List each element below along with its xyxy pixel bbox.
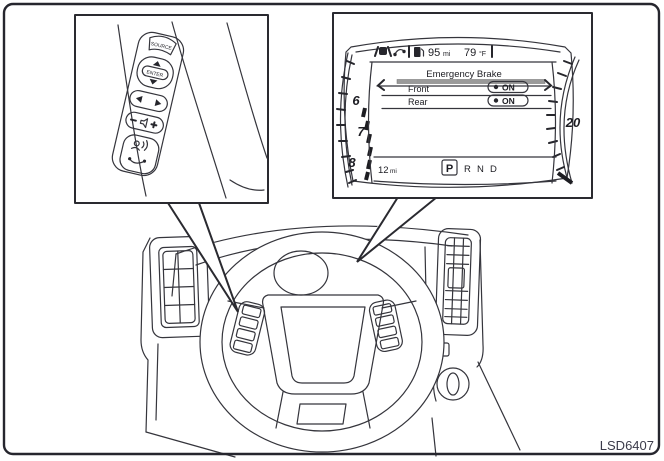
down-arrow-icon [149, 78, 158, 85]
left-air-vent [149, 235, 210, 339]
tach-label-8: 8 [348, 155, 356, 170]
tachometer-ticks [336, 60, 357, 184]
menu-title: Emergency Brake [426, 69, 502, 80]
gear-park: P [446, 163, 453, 175]
tach-label-7: 7 [357, 124, 365, 139]
outside-temp-unit: °F [479, 50, 486, 58]
figure-border [2, 2, 661, 456]
steering-wheel [199, 231, 445, 453]
switch-panel [111, 31, 185, 177]
setting-label: Front [408, 84, 430, 94]
left-spoke-buttons [229, 301, 266, 356]
emergency-brake-menu: Emergency Brake Front ON Rear ON [376, 69, 553, 110]
on-pill [487, 94, 529, 107]
volume-plus-icon [150, 121, 158, 129]
fuel-range-unit: mi [443, 51, 451, 58]
hands-free-phone-icon [393, 48, 406, 57]
enter-tilt-switch: ENTER [136, 56, 174, 90]
lane-assist-icon [374, 46, 392, 57]
cluster-bottom-row: 12 mi P R N D [373, 156, 557, 186]
trip-unit: mi [390, 168, 397, 175]
tach-label-6: 6 [352, 93, 360, 108]
speaker-icon [139, 118, 149, 129]
dashboard-drawing [140, 225, 521, 458]
speedometer-needle [556, 171, 574, 185]
fuel-range-value: 95 [428, 47, 440, 59]
bottom-separator-bottom [373, 180, 557, 186]
steering-switches-callout: SOURCE ENTER [74, 14, 269, 204]
setting-value: ON [502, 96, 515, 106]
speed-label-20: 20 [565, 115, 581, 130]
callout-box-left [74, 14, 269, 204]
source-label: SOURCE [150, 41, 173, 52]
enter-label: ENTER [146, 69, 164, 79]
voice-command-icon [130, 140, 149, 151]
source-button: SOURCE [148, 35, 177, 56]
trip-value: 12 [378, 165, 389, 176]
fuel-pump-icon [414, 47, 425, 57]
on-indicator-dot [493, 84, 499, 90]
setting-row-front: Front ON [408, 80, 529, 94]
instrument-cluster-callout: 6 7 8 20 [332, 12, 593, 199]
setting-value: ON [502, 83, 515, 93]
right-callout-pointer [356, 194, 439, 263]
on-indicator-dot [493, 98, 499, 103]
right-air-vent [434, 228, 482, 336]
speedometer-arc: 20 [546, 56, 581, 185]
gear-indicator: P R N D [441, 159, 497, 176]
volume-minus-icon [129, 118, 137, 122]
menu-next-chevron [544, 79, 553, 91]
wheel-rim-outer [199, 231, 445, 453]
volume-button [125, 111, 164, 134]
up-arrow-icon [152, 61, 161, 67]
right-arrow-icon [154, 99, 162, 107]
phone-handset-icon [128, 157, 147, 164]
on-pill [487, 80, 529, 94]
seek-button [129, 89, 168, 113]
outside-temp-value: 79 [464, 47, 476, 59]
setting-row-rear: Rear ON [408, 94, 529, 107]
wheel-rim-inner [221, 252, 423, 432]
right-spoke-buttons [368, 299, 403, 353]
gear-reverse: R [464, 164, 471, 175]
figure-code: LSD6407 [600, 438, 654, 453]
left-callout-pointer [167, 201, 239, 313]
cluster-status-bar: 95 mi 79 °F [369, 45, 557, 63]
gear-park-box [441, 159, 458, 176]
menu-title-bar [396, 79, 546, 84]
setting-label: Rear [408, 97, 428, 107]
gear-neutral: N [477, 164, 484, 175]
menu-prev-chevron [376, 79, 385, 91]
phone-button [119, 134, 160, 175]
gear-drive: D [490, 164, 497, 175]
left-arrow-icon [135, 96, 143, 103]
